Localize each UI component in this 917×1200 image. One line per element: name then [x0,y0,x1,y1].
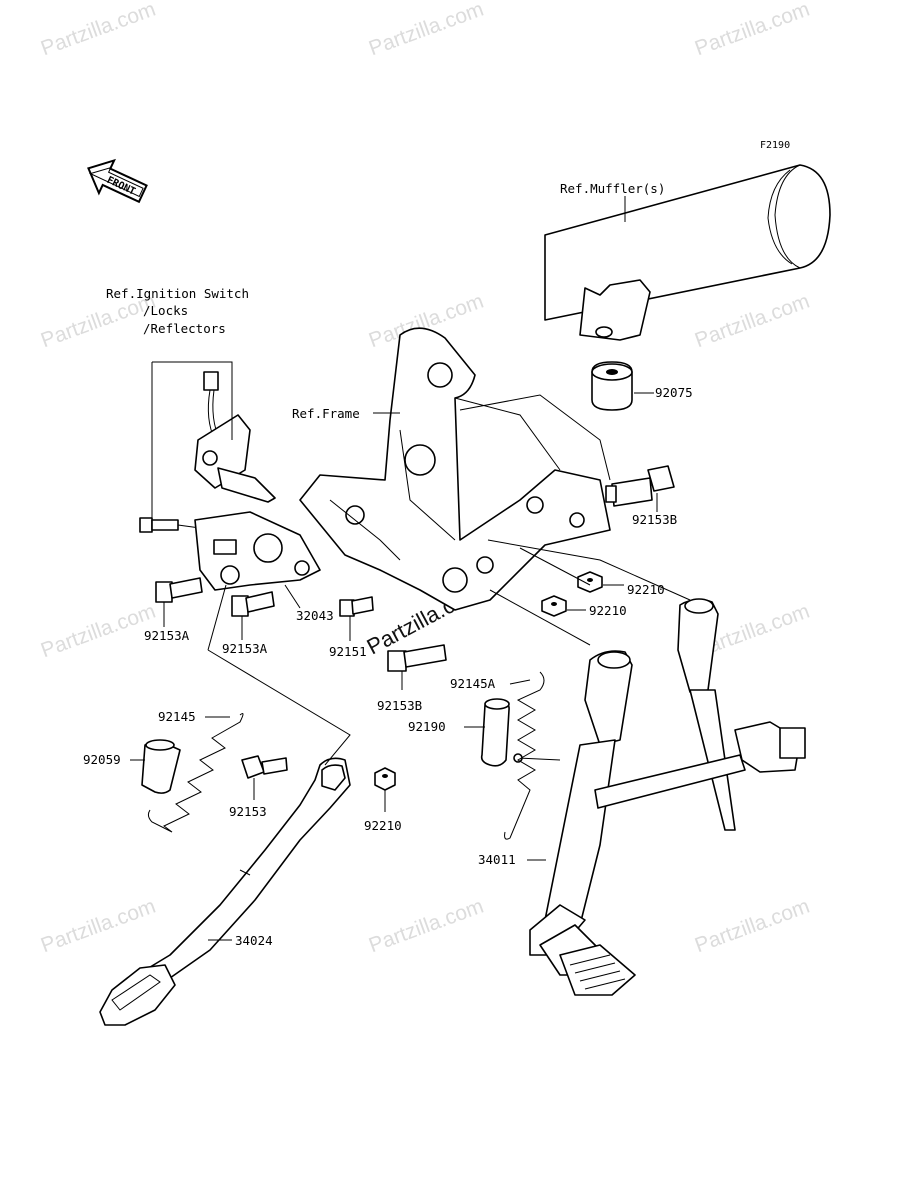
spring-92145A [504,671,545,840]
rubber-damper-92075 [591,361,633,411]
nut-92210-b [541,595,567,617]
frame-ref-drawing [299,327,611,611]
ref-ignition-label-1: Ref.Ignition Switch [106,286,249,301]
bolt-ignition [139,517,179,533]
part-label-92075: 92075 [655,385,693,400]
ref-frame-label: Ref.Frame [292,406,360,421]
bolt-92151 [339,596,374,617]
ref-ignition-label-3: /Reflectors [143,321,226,336]
nut-92210-a [577,571,603,593]
bolt-92153 [241,755,288,779]
ignition-switch-ref-drawing [194,371,276,503]
part-label-92059: 92059 [83,752,121,767]
bolt-92153A-mid [231,591,275,617]
bolt-92153A-left [155,577,203,603]
sleeve-92190 [480,698,510,767]
part-label-92210-b: 92210 [589,603,627,618]
part-label-92153A-left: 92153A [144,628,190,643]
figure-code: F2190 [760,140,790,151]
part-label-92153B-top: 92153B [632,512,677,527]
spring-92145 [147,713,244,833]
part-label-92153B-low: 92153B [377,698,422,713]
part-label-32043: 32043 [296,608,334,623]
part-label-92153: 92153 [229,804,267,819]
side-stand-34024 [99,757,351,1026]
ref-muffler-label: Ref.Muffler(s) [560,181,665,196]
bolt-92153B-low [387,644,447,672]
nut-92210-c [374,767,396,791]
part-label-34024: 34024 [235,933,273,948]
sleeve-92059 [141,739,181,794]
bolt-92153B-top [605,465,675,507]
muffler-ref-drawing [544,164,831,341]
part-label-92145: 92145 [158,709,196,724]
center-stand-34011 [513,598,806,996]
part-label-92210-a: 92210 [627,582,665,597]
part-label-34011: 34011 [478,852,516,867]
part-label-92190: 92190 [408,719,446,734]
part-label-92151: 92151 [329,644,367,659]
bracket-32043 [194,511,321,591]
front-arrow-icon: FRONT [87,158,148,204]
part-label-92145A: 92145A [450,676,496,691]
part-label-92210-c: 92210 [364,818,402,833]
part-label-92153A-mid: 92153A [222,641,268,656]
ref-ignition-label-2: /Locks [143,303,188,318]
